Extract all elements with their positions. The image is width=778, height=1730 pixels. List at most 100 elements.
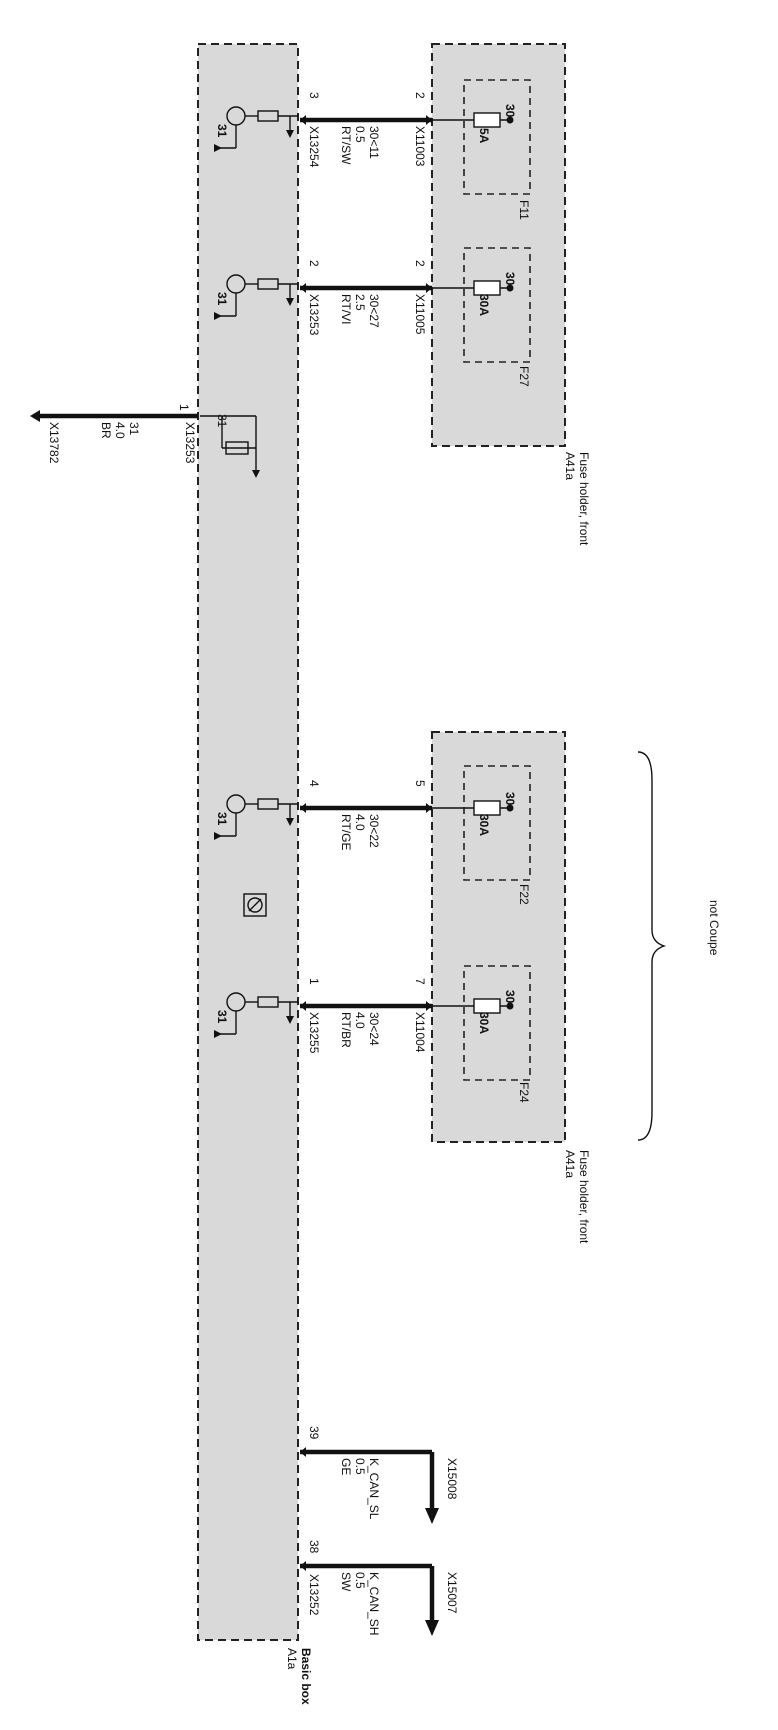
ground-symbol xyxy=(252,470,260,478)
ground-gauge: 4.0 xyxy=(113,422,127,439)
color-1: RT/SW xyxy=(339,126,353,165)
wire-4-right-terminal xyxy=(426,1001,432,1011)
fuse-holder-lower-id: A41a xyxy=(563,1150,577,1178)
fuse-f24-icon xyxy=(473,998,501,1014)
diagnosis-symbol-circle xyxy=(247,897,263,913)
right-pin-4: 7 xyxy=(413,978,427,985)
fuse-f24 xyxy=(432,965,531,1081)
fuse-f27 xyxy=(432,247,531,363)
ground-internal-label: 31 xyxy=(215,414,229,428)
gauge-4: 4.0 xyxy=(353,1012,367,1029)
circuit-2: 31 xyxy=(214,274,432,320)
arrow-2-head xyxy=(286,298,294,306)
fuse-f11-rating: 5A xyxy=(477,128,491,144)
wire-3-right-terminal xyxy=(426,803,432,813)
arrow-3-head xyxy=(286,818,294,826)
fuse-holder-lower-name: Fuse holder, front xyxy=(577,1150,591,1244)
left-connector-1: X13254 xyxy=(307,126,321,168)
can-sh-gauge: 0.5 xyxy=(353,1572,367,1589)
fuse-f24-name: F24 xyxy=(517,1082,531,1103)
wire-1-left-terminal xyxy=(300,115,306,125)
color-2: RT/VI xyxy=(339,294,353,324)
transistor-4-ground-symbol xyxy=(214,1030,222,1038)
fuse-f22-node xyxy=(506,804,514,812)
color-3: RT/GE xyxy=(339,814,353,850)
left-pin-3: 4 xyxy=(307,780,321,787)
can-sl-signal: K_CAN_SL xyxy=(367,1458,381,1520)
ground-label-3: 31 xyxy=(215,812,229,826)
fuse-f11-terminal: 30 xyxy=(503,104,517,118)
fuse-holder-upper-name: Fuse holder, front xyxy=(577,452,591,546)
fuse-holder-upper-id: A41a xyxy=(563,452,577,480)
ground-connector: X13253 xyxy=(183,422,197,464)
wire-2-left-terminal xyxy=(300,283,306,293)
fuse-f27-terminal: 30 xyxy=(503,272,517,286)
ground-label-2: 31 xyxy=(215,292,229,306)
can-wire-sh xyxy=(300,1561,439,1636)
fuse-f24-frame xyxy=(463,965,531,1081)
fuse-f27-name: F27 xyxy=(517,366,531,387)
circuit-4: 31 xyxy=(214,992,432,1038)
fuse-f24-node xyxy=(506,1002,514,1010)
can-sh-end-connector: X15007 xyxy=(445,1572,459,1614)
ground-color: BR xyxy=(99,422,113,439)
left-pin-2: 2 xyxy=(307,260,321,267)
ground-label-4: 31 xyxy=(215,1010,229,1024)
left-pin-4: 1 xyxy=(307,978,321,985)
wire-4-left-terminal xyxy=(300,1001,306,1011)
basic-box xyxy=(197,43,299,1641)
can-sh-left-terminal xyxy=(300,1561,306,1571)
fuse-f27-rating: 30A xyxy=(477,294,491,316)
not-coupe-brace xyxy=(637,751,667,1141)
arrow-1-head xyxy=(286,130,294,138)
fuse-f11-name: F11 xyxy=(517,200,531,220)
can-sh-color: SW xyxy=(339,1572,353,1592)
ground-resistor xyxy=(225,441,249,455)
can-sl-gauge: 0.5 xyxy=(353,1458,367,1475)
can-connector: X13252 xyxy=(307,1574,321,1616)
fuse-f22-name: F22 xyxy=(517,884,531,905)
gauge-3: 4.0 xyxy=(353,814,367,831)
basic-box-name: Basic box xyxy=(299,1648,313,1705)
basic-box-id: A1a xyxy=(285,1648,299,1670)
can-wire-sl xyxy=(300,1447,439,1524)
gauge-1: 0.5 xyxy=(353,126,367,143)
right-pin-3: 5 xyxy=(413,780,427,787)
can-sl-color: GE xyxy=(339,1458,353,1475)
wire-3-left-terminal xyxy=(300,803,306,813)
can-sl-left-terminal xyxy=(300,1447,306,1457)
fuse-f22-terminal: 30 xyxy=(503,792,517,806)
fuse-f11-frame xyxy=(463,79,531,195)
left-connector-4: X13255 xyxy=(307,1012,321,1054)
signal-1: 30<11 xyxy=(367,126,381,159)
can-sh-arrow xyxy=(425,1620,439,1636)
fuse-f27-node xyxy=(506,284,514,292)
fuse-f22 xyxy=(432,765,531,881)
fuse-f27-icon xyxy=(473,280,501,296)
can-sl-arrow xyxy=(425,1508,439,1524)
transistor-1-ground-symbol xyxy=(214,144,222,152)
fuse-f11-node xyxy=(506,116,514,124)
left-pin-1: 3 xyxy=(307,92,321,99)
fuse-f11 xyxy=(432,79,531,195)
arrow-4-head xyxy=(286,1016,294,1024)
signal-4: 30<24 xyxy=(367,1012,381,1046)
circuit-1: 31 xyxy=(214,106,432,152)
right-connector-2: X11005 xyxy=(413,294,427,335)
ground-label-1: 31 xyxy=(215,124,229,138)
right-pin-1: 2 xyxy=(413,92,427,99)
diagnosis-symbol-icon xyxy=(243,893,267,917)
fuse-holder-lower xyxy=(431,731,566,1143)
can-sl-end-connector: X15008 xyxy=(445,1458,459,1500)
can-sh-pin: 38 xyxy=(307,1540,321,1554)
wire-1-right-terminal xyxy=(426,115,432,125)
right-connector-4: X11004 xyxy=(413,1012,427,1053)
left-connector-2: X13253 xyxy=(307,294,321,336)
can-sl-pin: 39 xyxy=(307,1426,321,1440)
transistor-3-ground-symbol xyxy=(214,832,222,840)
ground-signal: 31 xyxy=(127,422,141,436)
right-pin-2: 2 xyxy=(413,260,427,267)
fuse-f11-icon xyxy=(473,112,501,128)
can-sh-signal: K_CAN_SH xyxy=(367,1572,381,1635)
